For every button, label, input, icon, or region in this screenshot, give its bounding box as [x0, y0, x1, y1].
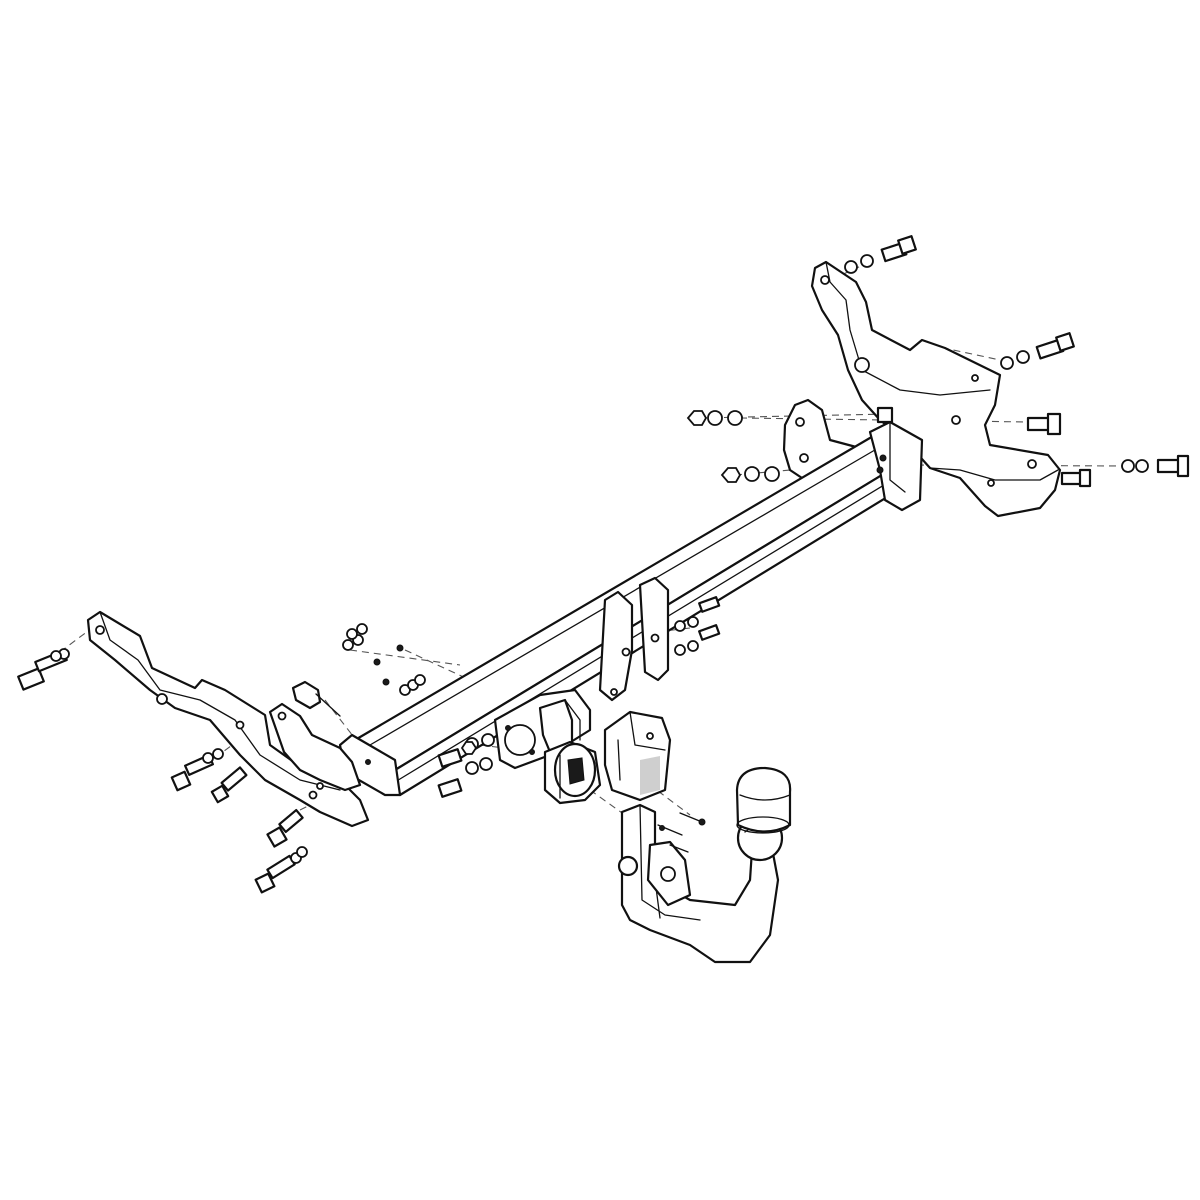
center-hanger-brackets — [598, 576, 670, 702]
left-side-mounting-bracket — [86, 610, 370, 828]
socket-mounting-plate — [493, 688, 592, 770]
left-side-fasteners — [17, 623, 426, 894]
tow-ball-cover-cap — [735, 766, 792, 834]
right-side-fasteners — [674, 235, 1190, 656]
left-inner-plate — [268, 702, 362, 792]
right-side-mounting-bracket — [810, 260, 1062, 518]
center-fasteners — [437, 733, 706, 853]
electrical-socket — [543, 740, 602, 805]
receiver-housing — [603, 710, 672, 802]
